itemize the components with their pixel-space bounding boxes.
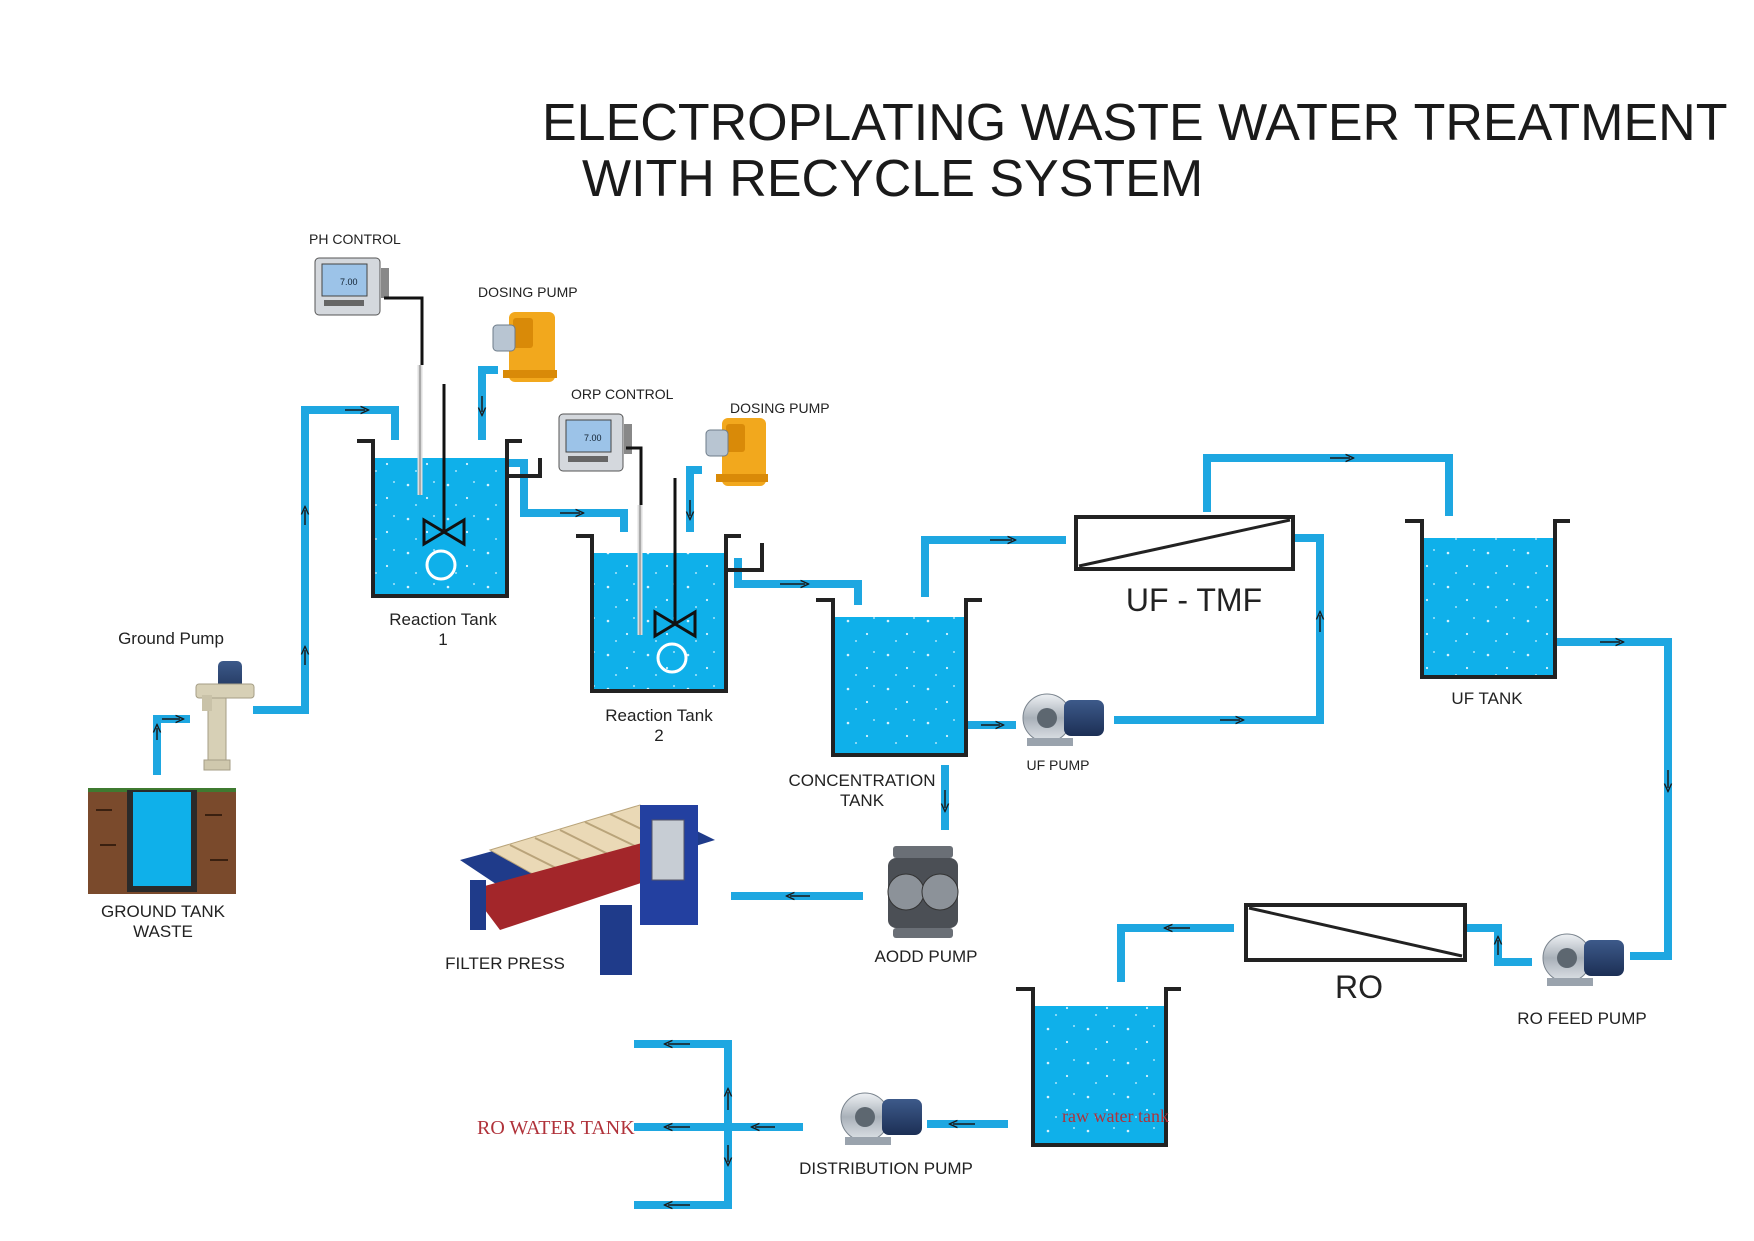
uf-pump-icon	[1022, 693, 1104, 746]
reaction-tank-2-label: Reaction Tank	[605, 706, 713, 725]
uf-tmf-label: UF - TMF	[1126, 582, 1262, 618]
pipe-dosing-2-to-tank-2	[686, 466, 702, 532]
uf-tank	[1405, 519, 1570, 679]
ground-tank-waste	[88, 788, 236, 894]
pipe-uf-tank-to-ro-feed	[1552, 638, 1672, 960]
pipe-tank-2-to-concentration	[734, 558, 862, 605]
raw-water-tank	[1016, 987, 1181, 1147]
raw-water-tank-label: raw water tank	[1062, 1106, 1169, 1126]
aodd-pump-icon	[887, 846, 959, 938]
orp-controller-icon: 7.00	[558, 413, 632, 472]
orp-control-label: ORP CONTROL	[571, 386, 674, 402]
ground-tank-label-2: WASTE	[133, 922, 193, 941]
concentration-tank	[816, 598, 982, 757]
reaction-tank-2-number: 2	[654, 726, 663, 745]
orp-probe-cable	[626, 446, 643, 505]
ro-water-tank-label: RO WATER TANK	[477, 1117, 635, 1139]
dosing-pump-1-label: DOSING PUMP	[478, 284, 578, 300]
dosing-pump-2-icon	[705, 418, 768, 486]
distribution-pump-icon	[840, 1092, 922, 1145]
diagram-title-line-1: ELECTROPLATING WASTE WATER TREATMENT	[542, 94, 1728, 152]
aodd-pump-label: AODD PUMP	[875, 947, 978, 966]
uf-pump-label: UF PUMP	[1027, 757, 1090, 773]
ro-membrane	[1244, 903, 1467, 962]
concentration-tank-label: CONCENTRATION	[788, 771, 935, 790]
concentration-tank-label-2: TANK	[840, 791, 885, 810]
ro-feed-pump-label: RO FEED PUMP	[1517, 1009, 1646, 1028]
reaction-tank-1-label: Reaction Tank	[389, 610, 497, 629]
diagram-title-line-2: WITH RECYCLE SYSTEM	[582, 150, 1203, 208]
pipe-uf-to-uf-tank	[1203, 454, 1453, 516]
ground-pump-label: Ground Pump	[118, 629, 224, 648]
ground-tank-label: GROUND TANK	[101, 902, 226, 921]
pipe-dosing-1-to-tank-1	[478, 366, 498, 440]
ph-probe-cable	[384, 296, 424, 365]
reaction-tank-2	[576, 478, 764, 693]
reaction-tank-1	[357, 365, 542, 598]
pipe-tank-1-to-tank-2	[508, 459, 628, 532]
pipe-pump-to-reaction-tank-1	[253, 406, 399, 714]
pipe-ro-feed-to-ro	[1461, 924, 1532, 966]
pipe-concentration-to-uf	[921, 536, 1066, 597]
dosing-pump-1-icon	[492, 312, 557, 382]
ground-pump-icon	[195, 661, 255, 771]
ph-meter-reading: 7.00	[340, 277, 358, 287]
pipe-ro-to-raw-water-tank	[1117, 924, 1234, 982]
dosing-pump-2-label: DOSING PUMP	[730, 400, 830, 416]
uf-tank-label: UF TANK	[1451, 689, 1523, 708]
filter-press-icon	[460, 804, 715, 975]
flow-arrows	[157, 396, 1668, 1205]
uf-tmf-membrane	[1074, 515, 1295, 571]
filter-press-label: FILTER PRESS	[445, 954, 565, 973]
ph-controller-icon: 7.00	[314, 257, 389, 316]
reaction-tank-1-number: 1	[438, 630, 447, 649]
ro-feed-pump-icon	[1542, 933, 1624, 986]
orp-meter-reading: 7.00	[584, 433, 602, 443]
pipe-ground-to-pump	[153, 715, 190, 775]
distribution-pump-label: DISTRIBUTION PUMP	[799, 1159, 973, 1178]
ro-label: RO	[1335, 969, 1383, 1005]
ph-control-label: PH CONTROL	[309, 231, 401, 247]
